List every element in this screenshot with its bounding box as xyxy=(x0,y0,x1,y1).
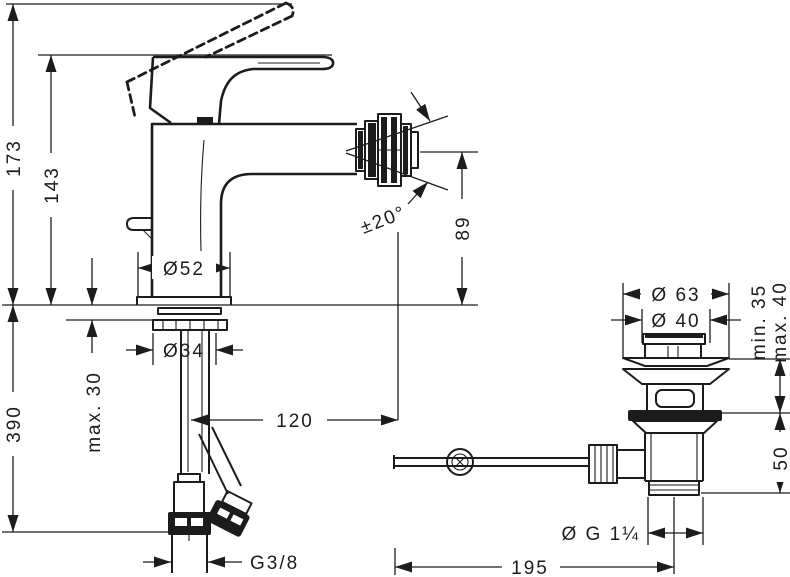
dim-hole-diameter-label: Ø34 xyxy=(163,341,205,362)
dim-rod-length-195: 195 xyxy=(395,553,674,577)
dim-base-diameter-label: Ø52 xyxy=(163,259,205,280)
dim-supply-thread-g38: G3/8 xyxy=(143,553,299,574)
dim-waste-thread-g114: Ø G 1¼ xyxy=(561,524,703,545)
dim-hose-length-390: 390 xyxy=(3,305,25,532)
dim-waste-thread-label: Ø G 1¼ xyxy=(561,524,640,545)
dim-spout-reach-label: 120 xyxy=(276,411,314,432)
dim-spout-angle-label: ±20° xyxy=(358,202,410,239)
dim-deck-thickness-max30: max. 30 xyxy=(84,258,105,453)
dim-waste-body-height-label: 50 xyxy=(771,445,790,470)
dim-deck-thickness-label: max. 30 xyxy=(84,371,105,453)
dim-hole-diameter-34: Ø34 xyxy=(126,341,243,362)
dim-waste-plug-diameter-40: Ø 40 xyxy=(611,309,741,332)
dim-waste-min-depth-label: min. 35 xyxy=(749,284,770,360)
dim-rod-length-label: 195 xyxy=(511,558,549,577)
dim-spout-outlet-height-label: 89 xyxy=(453,215,474,240)
mixer-handle xyxy=(148,55,335,125)
dim-waste-body-height-50: 50 xyxy=(769,413,790,493)
dim-waste-flange-diameter-63: Ø 63 xyxy=(623,283,729,306)
dim-total-height-173: 173 xyxy=(3,4,25,305)
dim-waste-max-depth-label: max. 40 xyxy=(770,281,790,363)
dim-waste-clamp-range: min. 35 max. 40 xyxy=(749,281,790,413)
dim-supply-thread-label: G3/8 xyxy=(250,553,299,574)
dim-handle-height-label: 143 xyxy=(42,166,63,204)
dim-total-height-label: 173 xyxy=(4,139,25,177)
dim-spout-outlet-height-89: 89 xyxy=(451,152,474,305)
dim-hose-length-label: 390 xyxy=(4,405,25,443)
handle-raised-position-dashed xyxy=(125,1,295,119)
dim-handle-height-143: 143 xyxy=(41,55,63,305)
dim-spout-reach-120: 120 xyxy=(191,407,398,432)
supply-hoses xyxy=(168,426,253,573)
dim-waste-plug-diameter-label: Ø 40 xyxy=(651,311,700,332)
spout-aerator xyxy=(355,113,419,187)
mounting-shank xyxy=(152,307,228,474)
faucet-body xyxy=(126,122,357,305)
waste-set xyxy=(588,333,730,496)
dim-base-diameter-52: Ø52 xyxy=(138,256,230,280)
dim-waste-flange-diameter-label: Ø 63 xyxy=(651,285,700,306)
waste-pull-rod xyxy=(393,448,589,476)
